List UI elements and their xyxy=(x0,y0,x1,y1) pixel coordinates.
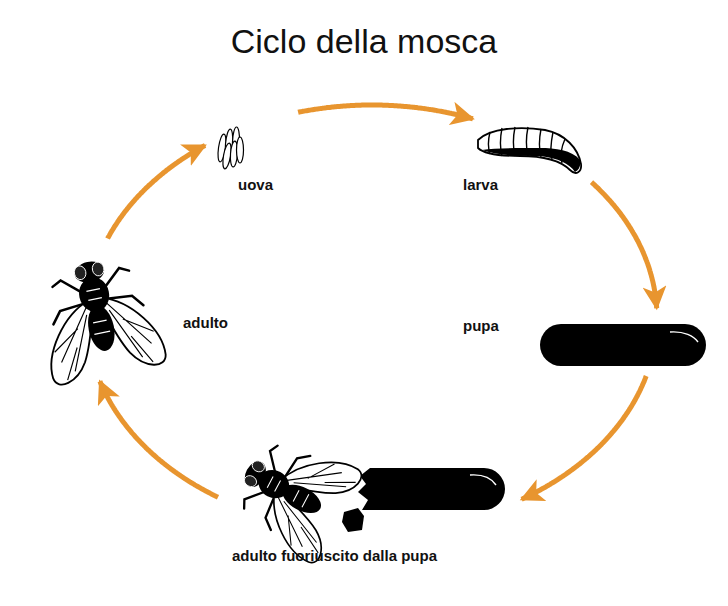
cycle-arrow xyxy=(108,145,206,238)
stage-node: pupa xyxy=(458,315,708,370)
eggs xyxy=(217,127,244,170)
cycle-arrow xyxy=(522,376,647,499)
stage-label: adulto xyxy=(183,314,228,332)
cycle-arrow xyxy=(100,381,218,497)
stage-node: larva xyxy=(460,125,585,200)
stage-label: pupa xyxy=(463,317,499,335)
cycle-arrow xyxy=(298,105,473,119)
cycle-arrow xyxy=(592,182,657,308)
stage-node: adulto fuoriuscito dalla pupa xyxy=(225,440,515,570)
adult-fly xyxy=(31,250,168,386)
title: Ciclo della mosca xyxy=(0,22,728,61)
stage-label: larva xyxy=(463,176,498,194)
larva-drawing xyxy=(478,127,581,173)
stage-label: uova xyxy=(238,176,273,194)
broken-pupa xyxy=(342,468,505,532)
stage-node: adulto xyxy=(38,245,243,375)
stage-label: adulto fuoriuscito dalla pupa xyxy=(232,547,437,565)
stage-node: uova xyxy=(212,118,292,198)
pupa-drawing xyxy=(540,324,706,366)
emerged-fly xyxy=(222,423,364,565)
